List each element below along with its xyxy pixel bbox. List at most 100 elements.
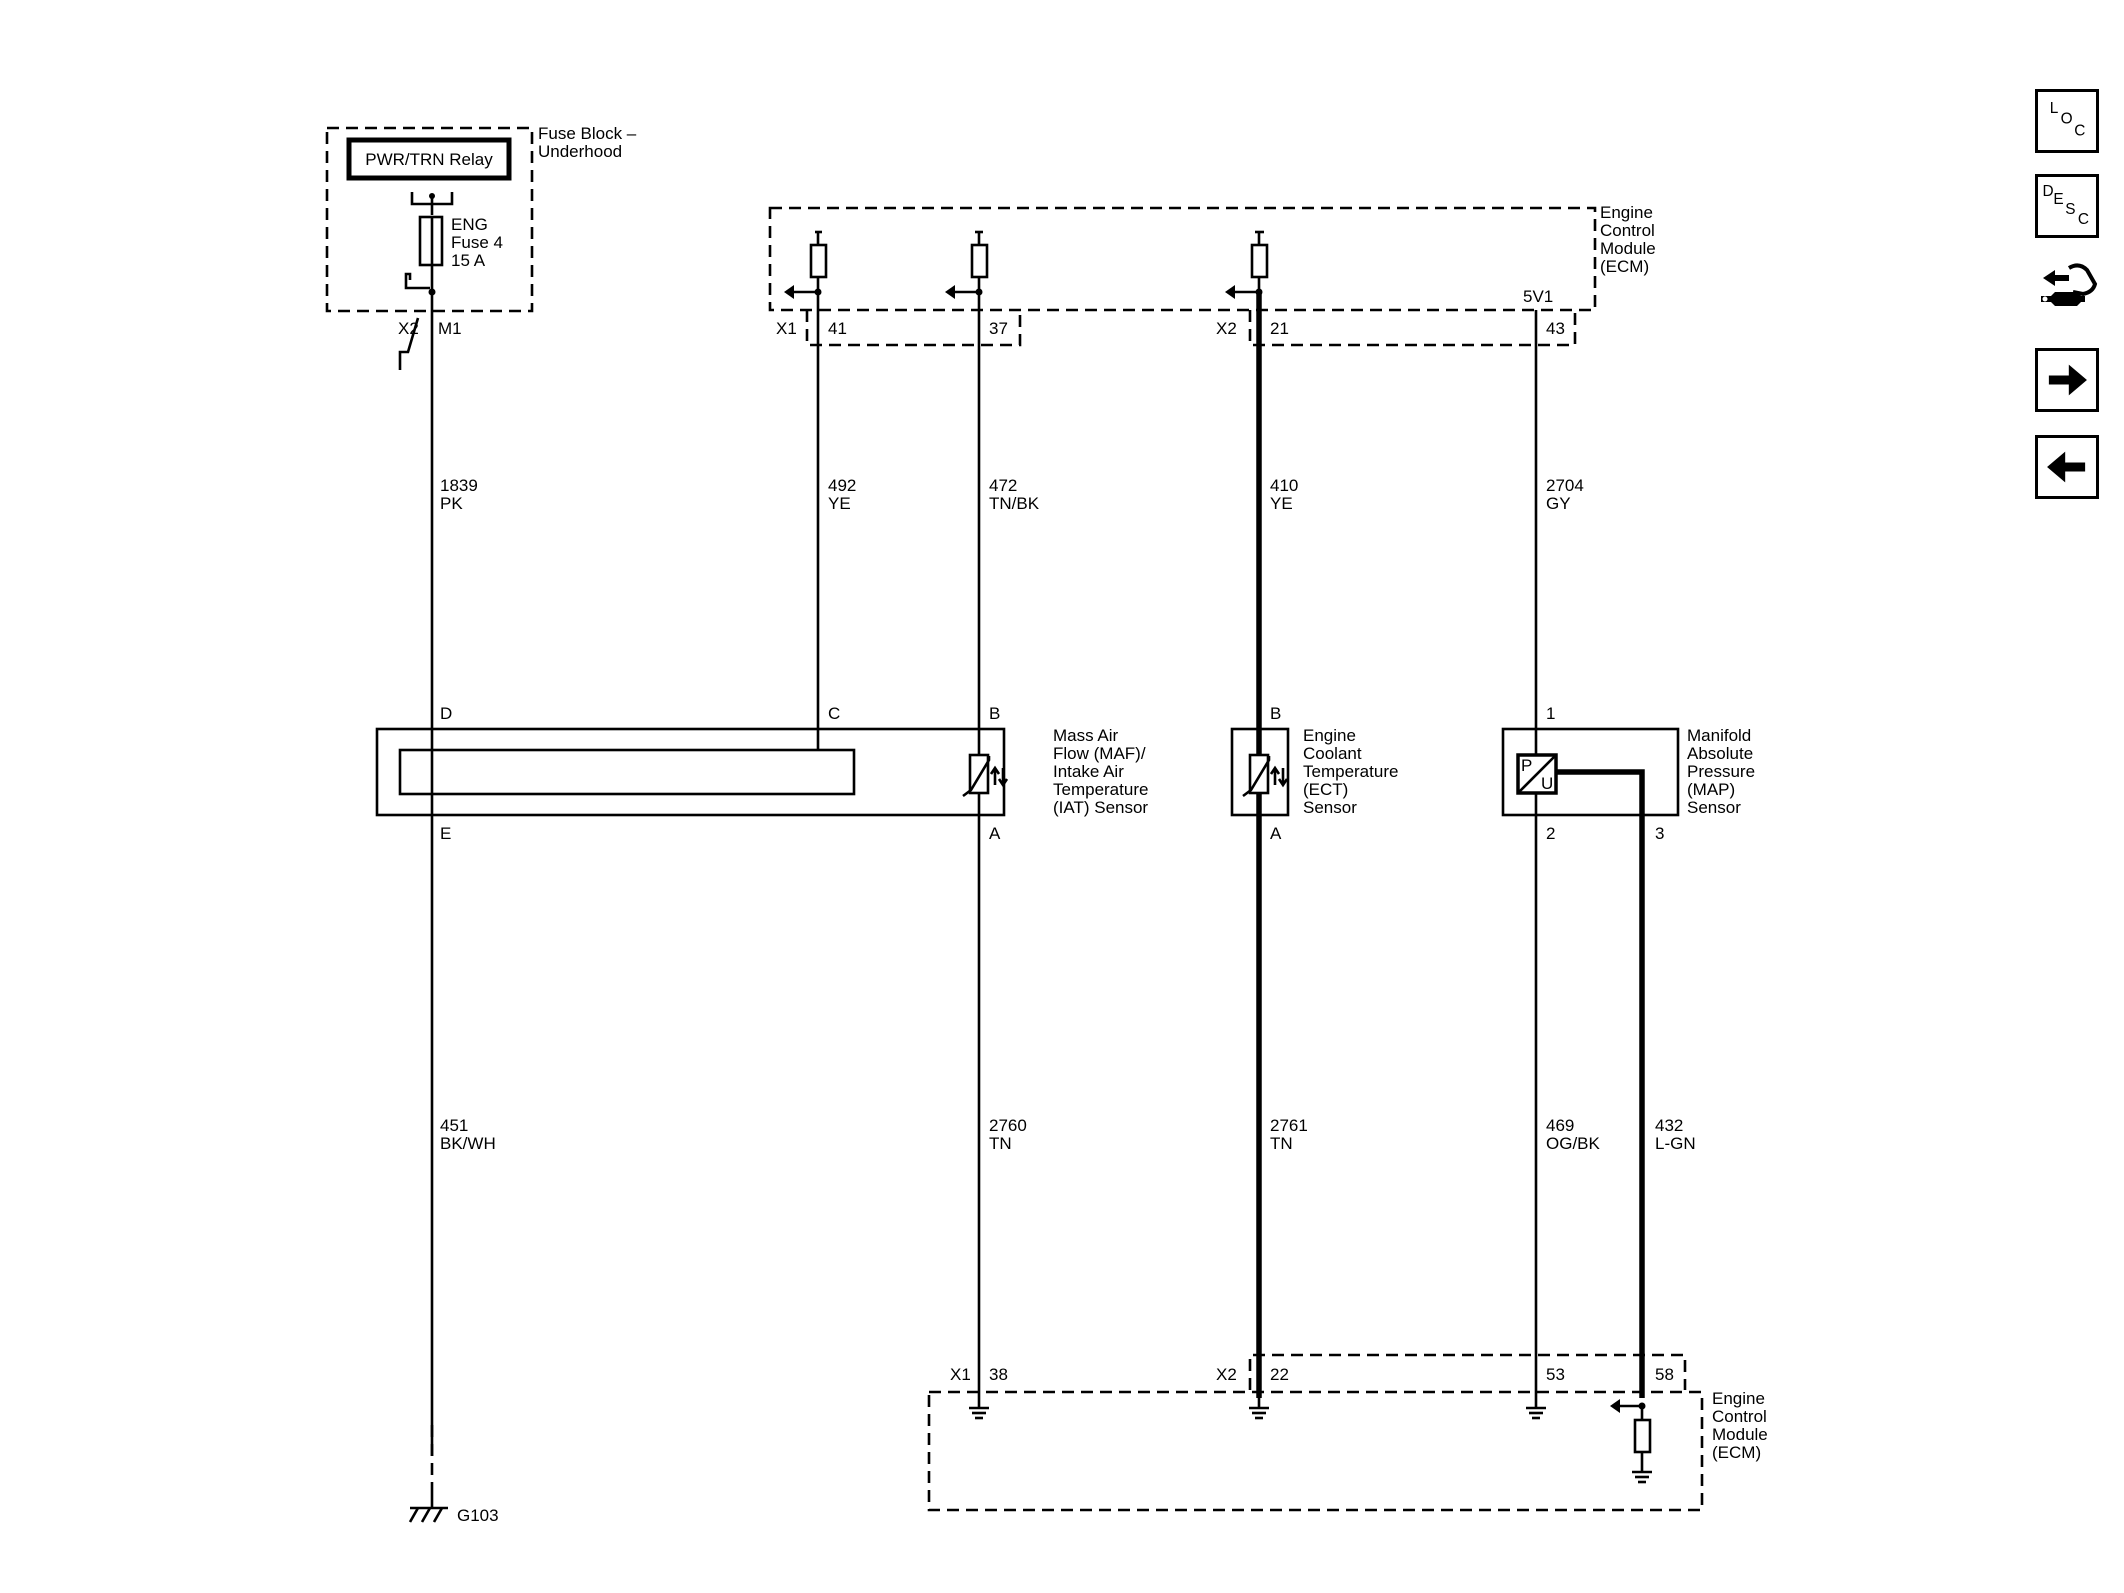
ecm-resistor-21: [1225, 230, 1269, 299]
ecm-ground-22: [1249, 1398, 1269, 1420]
ecm-resistor-41: [784, 230, 828, 299]
circuit-410-number: 410: [1270, 476, 1298, 495]
ecm-top-pin-41: 41: [828, 319, 847, 338]
fuse-number: Fuse 4: [451, 233, 503, 252]
map-label-4: (MAP): [1687, 780, 1735, 799]
ecm-top-pin-37: 37: [989, 319, 1008, 338]
maf-pin-c: C: [828, 704, 840, 723]
connector-tool-icon: [2041, 263, 2098, 306]
ecm-resistor-37: [945, 230, 989, 299]
fuse-block-label-2: Underhood: [538, 142, 622, 161]
ground-label: G103: [457, 1506, 499, 1525]
location-button[interactable]: L O C: [2035, 89, 2099, 153]
fuse-name: ENG: [451, 215, 488, 234]
fuse-block-label-1: Fuse Block –: [538, 124, 637, 143]
previous-button[interactable]: [2035, 435, 2099, 499]
fuse-pin-m1: M1: [438, 319, 462, 338]
circuit-2760-color: TN: [989, 1134, 1012, 1153]
ect-label-5: Sensor: [1303, 798, 1357, 817]
ect-pin-a: A: [1270, 824, 1282, 843]
ecm-bottom-label-2: Control: [1712, 1407, 1767, 1426]
maf-label-5: (IAT) Sensor: [1053, 798, 1148, 817]
loc-letter-o: O: [2061, 111, 2073, 128]
ect-pin-b: B: [1270, 704, 1281, 723]
fuse-block: Fuse Block – Underhood PWR/TRN Relay ENG…: [325, 124, 637, 313]
ect-label-1: Engine: [1303, 726, 1356, 745]
relay-label: PWR/TRN Relay: [365, 150, 493, 169]
circuit-2761-color: TN: [1270, 1134, 1293, 1153]
ect-label-4: (ECT): [1303, 780, 1348, 799]
circuit-451-color: BK/WH: [440, 1134, 496, 1153]
circuit-2760-number: 2760: [989, 1116, 1027, 1135]
maf-pin-b: B: [989, 704, 1000, 723]
ecm-bottom-pin-53: 53: [1546, 1365, 1565, 1384]
circuit-469-color: OG/BK: [1546, 1134, 1601, 1153]
ecm-top: Engine Control Module (ECM): [768, 203, 1656, 347]
ecm-top-connector-x1: X1: [776, 319, 797, 338]
ect-sensor: Engine Coolant Temperature (ECT) Sensor: [1230, 726, 1398, 817]
ecm-5v-reference: 5V1: [1523, 287, 1553, 306]
map-label-1: Manifold: [1687, 726, 1751, 745]
fuse-rating: 15 A: [451, 251, 486, 270]
circuit-432-color: L-GN: [1655, 1134, 1696, 1153]
chassis-ground-g103: G103: [408, 1490, 499, 1525]
desc-letter-e: E: [2053, 191, 2063, 208]
maf-pin-a: A: [989, 824, 1001, 843]
circuit-492-color: YE: [828, 494, 851, 513]
ecm-top-label-4: (ECM): [1600, 257, 1649, 276]
ecm-top-pin-43: 43: [1546, 319, 1565, 338]
circuit-472-color: TN/BK: [989, 494, 1040, 513]
map-symbol-u: U: [1541, 774, 1553, 793]
maf-label-2: Flow (MAF)/: [1053, 744, 1146, 763]
description-icon: D E S C: [2043, 183, 2089, 228]
location-icon: L O C: [2050, 100, 2086, 140]
loc-letter-l: L: [2050, 100, 2059, 117]
maf-label-3: Intake Air: [1053, 762, 1124, 781]
next-button[interactable]: [2035, 348, 2099, 412]
circuit-2761-number: 2761: [1270, 1116, 1308, 1135]
circuit-472-number: 472: [989, 476, 1017, 495]
ecm-top-label-2: Control: [1600, 221, 1655, 240]
splice-mark: [398, 317, 420, 370]
ecm-bottom: Engine Control Module (ECM): [927, 1353, 1768, 1512]
ecm-bottom-label-4: (ECM): [1712, 1443, 1761, 1462]
desc-letter-d: D: [2043, 183, 2054, 200]
circuit-410-color: YE: [1270, 494, 1293, 513]
circuit-2704-number: 2704: [1546, 476, 1584, 495]
wire-432: [1556, 769, 1645, 1398]
ecm-resistor-58: [1610, 1399, 1652, 1484]
circuit-492-number: 492: [828, 476, 856, 495]
loc-letter-c: C: [2074, 123, 2085, 140]
ecm-ground-53: [1526, 1398, 1546, 1420]
map-pin-1: 1: [1546, 704, 1555, 723]
ecm-top-label-3: Module: [1600, 239, 1656, 258]
maf-label-4: Temperature: [1053, 780, 1148, 799]
next-arrow-icon: [2048, 364, 2087, 396]
circuit-1839-color: PK: [440, 494, 463, 513]
description-button[interactable]: D E S C: [2035, 174, 2099, 238]
ecm-top-connector-x2: X2: [1216, 319, 1237, 338]
ecm-bottom-pin-22: 22: [1270, 1365, 1289, 1384]
previous-arrow-icon: [2047, 451, 2086, 483]
map-sensor: P U Manifold Absolute Pressure (MAP) Sen…: [1501, 726, 1755, 817]
ecm-bottom-connector-x2: X2: [1216, 1365, 1237, 1384]
map-pin-3: 3: [1655, 824, 1664, 843]
maf-label-1: Mass Air: [1053, 726, 1119, 745]
connector-tool-button[interactable]: [2035, 256, 2099, 320]
ect-label-2: Coolant: [1303, 744, 1362, 763]
circuit-1839-number: 1839: [440, 476, 478, 495]
circuit-2704-color: GY: [1546, 494, 1571, 513]
ect-label-3: Temperature: [1303, 762, 1398, 781]
ecm-bottom-connector-x1: X1: [950, 1365, 971, 1384]
map-symbol-p: P: [1521, 756, 1532, 775]
map-pin-2: 2: [1546, 824, 1555, 843]
maf-pin-d: D: [440, 704, 452, 723]
circuit-469-number: 469: [1546, 1116, 1574, 1135]
ecm-bottom-label-3: Module: [1712, 1425, 1768, 1444]
map-label-5: Sensor: [1687, 798, 1741, 817]
ecm-top-pin-21: 21: [1270, 319, 1289, 338]
ecm-bottom-label-1: Engine: [1712, 1389, 1765, 1408]
map-label-3: Pressure: [1687, 762, 1755, 781]
ecm-bottom-pin-38: 38: [989, 1365, 1008, 1384]
